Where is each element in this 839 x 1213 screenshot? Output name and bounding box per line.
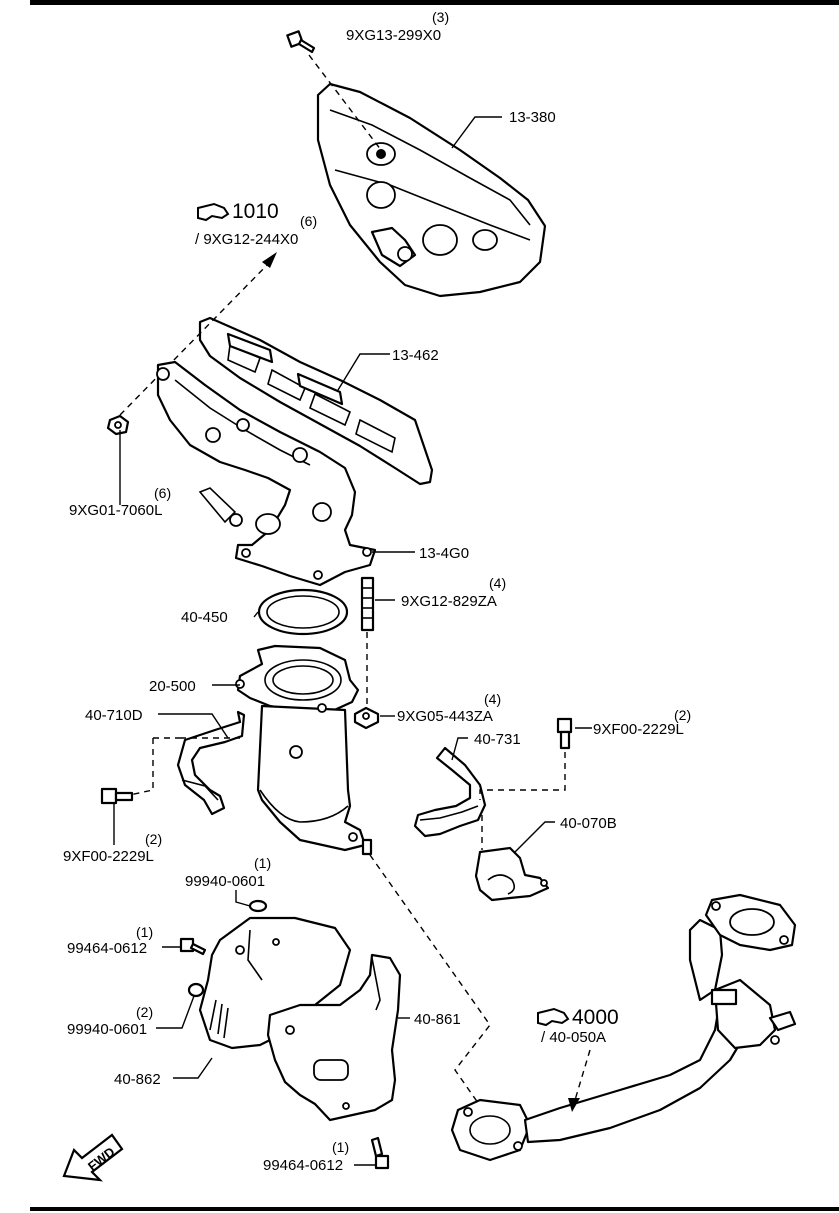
- bolt-99464-top-icon[interactable]: [179, 937, 207, 956]
- bolt-9xg13-label: 9XG13-299X0: [346, 27, 441, 44]
- gasket-ring-40-450-label: 40-450: [181, 609, 228, 626]
- bracket-40-070b-label: 40-070B: [560, 815, 617, 832]
- ref-4000-part-label: / 40-050A: [541, 1029, 606, 1046]
- bracket-40-710d-label: 40-710D: [85, 707, 143, 724]
- nut-9xg01-icon[interactable]: [106, 414, 130, 436]
- nut-9xg01-label: 9XG01-7060L: [69, 502, 162, 519]
- bolt-9xg13-icon[interactable]: [286, 30, 316, 54]
- washer-99940-mid-qty: (2): [136, 1004, 153, 1020]
- washer-99940-mid-label: 99940-0601: [67, 1021, 147, 1038]
- washer-99940-top-qty: (1): [254, 855, 271, 871]
- bolt-9xf00-right-label: 9XF00-2229L: [593, 721, 684, 738]
- manifold-13-4g0-label: 13-4G0: [419, 545, 469, 562]
- bolt-99464-bottom-icon[interactable]: [370, 1136, 390, 1170]
- nut-9xg05-label: 9XG05-443ZA: [397, 708, 493, 725]
- ref-1010-qty: (6): [300, 213, 317, 229]
- bolt-9xf00-left-label: 9XF00-2229L: [63, 848, 154, 865]
- insulator-40-862-label: 40-862: [114, 1071, 161, 1088]
- gasket-13-462-label: 13-462: [392, 347, 439, 364]
- front-exhaust-pipe-part[interactable]: [450, 893, 797, 1162]
- bolt-99464-bottom-qty: (1): [332, 1139, 349, 1155]
- heat-insulator-upper-part[interactable]: [316, 82, 547, 298]
- stud-9xg12-label: 9XG12-829ZA: [401, 593, 497, 610]
- bolt-99464-top-label: 99464-0612: [67, 940, 147, 957]
- bolt-9xf00-left-qty: (2): [145, 831, 162, 847]
- washer-99940-top-label: 99940-0601: [185, 873, 265, 890]
- ref-4000-number: 4000: [572, 1006, 619, 1029]
- insulator-40-861-label: 40-861: [414, 1011, 461, 1028]
- pointing-hand-icon: [537, 1007, 570, 1027]
- nut-9xg05-icon[interactable]: [353, 706, 380, 730]
- insulator-13-380-label: 13-380: [509, 109, 556, 126]
- pointing-hand-icon: [197, 202, 230, 222]
- bolt-9xf00-left-icon[interactable]: [100, 787, 134, 805]
- bolt-9xf00-right-qty: (2): [674, 707, 691, 723]
- top-border-rule: [30, 0, 839, 5]
- exhaust-manifold-part[interactable]: [156, 360, 377, 587]
- fwd-direction-arrow: FWD: [62, 1133, 124, 1182]
- bracket-40-731-label: 40-731: [474, 731, 521, 748]
- catalytic-converter-part[interactable]: [235, 644, 373, 856]
- stud-9xg12-qty: (4): [489, 575, 506, 591]
- ref-1010-number: 1010: [232, 200, 279, 223]
- bottom-border-rule: [30, 1207, 839, 1211]
- stud-9xg12-icon[interactable]: [360, 576, 375, 632]
- bracket-40-731-part[interactable]: [413, 746, 487, 838]
- bolt-9xg13-qty: (3): [432, 9, 449, 25]
- washer-99940-top-icon[interactable]: [248, 899, 268, 913]
- bolt-9xf00-right-icon[interactable]: [556, 717, 573, 750]
- gasket-ring-part[interactable]: [257, 588, 349, 636]
- nut-9xg05-qty: (4): [484, 691, 501, 707]
- heat-insulator-40-861-part[interactable]: [266, 953, 402, 1122]
- nut-9xg01-qty: (6): [154, 485, 171, 501]
- ref-1010-part-label: / 9XG12-244X0: [195, 231, 298, 248]
- bolt-99464-top-qty: (1): [136, 924, 153, 940]
- washer-99940-mid-icon[interactable]: [187, 982, 205, 998]
- gasket-part[interactable]: [198, 316, 434, 486]
- converter-20-500-label: 20-500: [149, 678, 196, 695]
- bracket-40-070b-part[interactable]: [474, 846, 550, 902]
- bolt-99464-bottom-label: 99464-0612: [263, 1157, 343, 1174]
- bracket-40-710d-part[interactable]: [176, 710, 246, 816]
